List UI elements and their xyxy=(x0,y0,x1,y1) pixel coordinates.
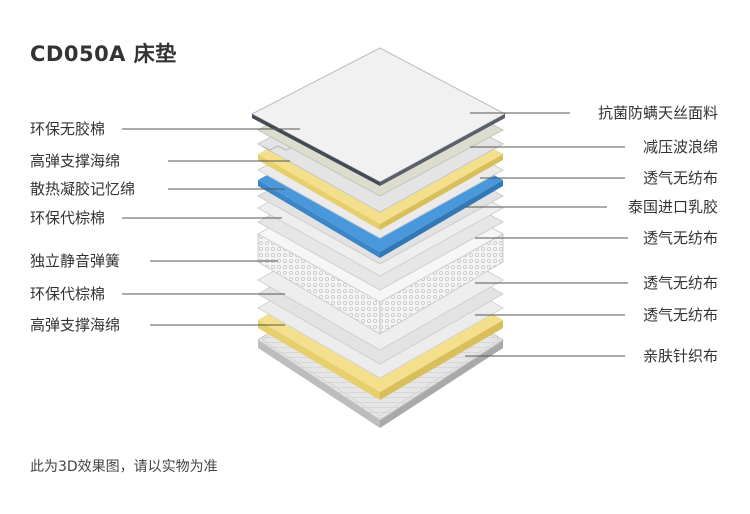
label-tencel-fabric: 抗菌防螨天丝面料 xyxy=(597,104,718,122)
top-tencel-fabric-layer xyxy=(250,47,507,186)
label-wave-foam: 减压波浪绵 xyxy=(642,138,718,156)
label-knit-fabric: 亲肤针织布 xyxy=(642,347,718,365)
label-nonwoven-2: 透气无纺布 xyxy=(642,229,718,247)
page-title: CD050A 床垫 xyxy=(30,42,177,66)
right-leader-lines xyxy=(465,112,628,357)
label-eco-palm-substitute-bottom: 环保代棕棉 xyxy=(30,285,106,303)
label-nonwoven-4: 透气无纺布 xyxy=(642,306,718,324)
label-thai-latex: 泰国进口乳胶 xyxy=(627,198,718,216)
label-gel-memory-foam: 散热凝胶记忆绵 xyxy=(30,180,136,198)
label-eco-palm-substitute-top: 环保代棕棉 xyxy=(30,209,106,227)
disclaimer-note: 此为3D效果图，请以实物为准 xyxy=(30,459,218,475)
label-nonwoven-1: 透气无纺布 xyxy=(642,169,718,187)
label-nonwoven-3: 透气无纺布 xyxy=(642,274,718,292)
label-high-resilience-foam-bottom: 高弹支撑海绵 xyxy=(30,316,121,334)
label-eco-glue-free-foam: 环保无胶棉 xyxy=(30,120,106,138)
label-pocket-springs: 独立静音弹簧 xyxy=(30,252,121,270)
label-high-resilience-foam-top: 高弹支撑海绵 xyxy=(30,152,121,170)
left-leader-lines xyxy=(122,128,300,326)
